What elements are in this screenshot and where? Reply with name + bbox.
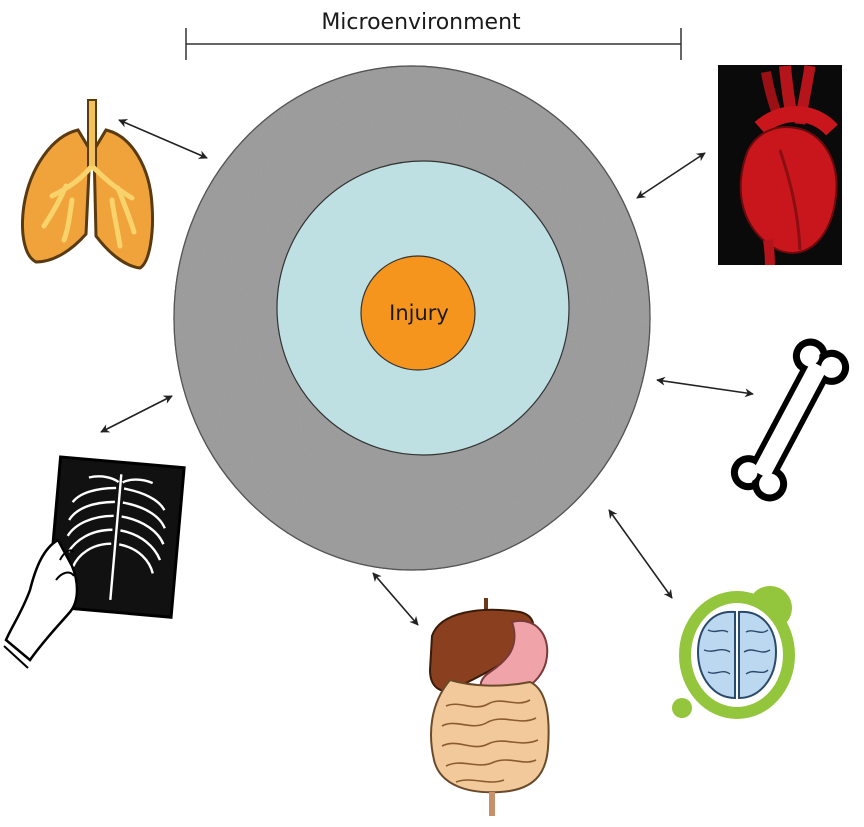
brain-icon	[672, 586, 795, 719]
bracket-label: Microenvironment	[321, 10, 521, 35]
injury-label: Injury	[389, 301, 449, 325]
arrow-digestive	[372, 572, 419, 626]
arrow-brain	[608, 509, 673, 599]
injury-core: Injury	[360, 255, 476, 371]
arrow-xray	[100, 395, 173, 433]
arrows	[100, 119, 754, 626]
arrow-heart	[636, 152, 706, 199]
heart-icon	[718, 65, 842, 265]
bone-icon	[730, 338, 850, 502]
microenvironment-bracket: Microenvironment	[185, 10, 682, 60]
digestive-system-icon	[428, 598, 550, 816]
chest-xray-icon	[3, 455, 186, 669]
arrow-lungs	[118, 119, 208, 159]
arrow-bone	[656, 376, 754, 398]
lungs-icon	[21, 99, 154, 270]
